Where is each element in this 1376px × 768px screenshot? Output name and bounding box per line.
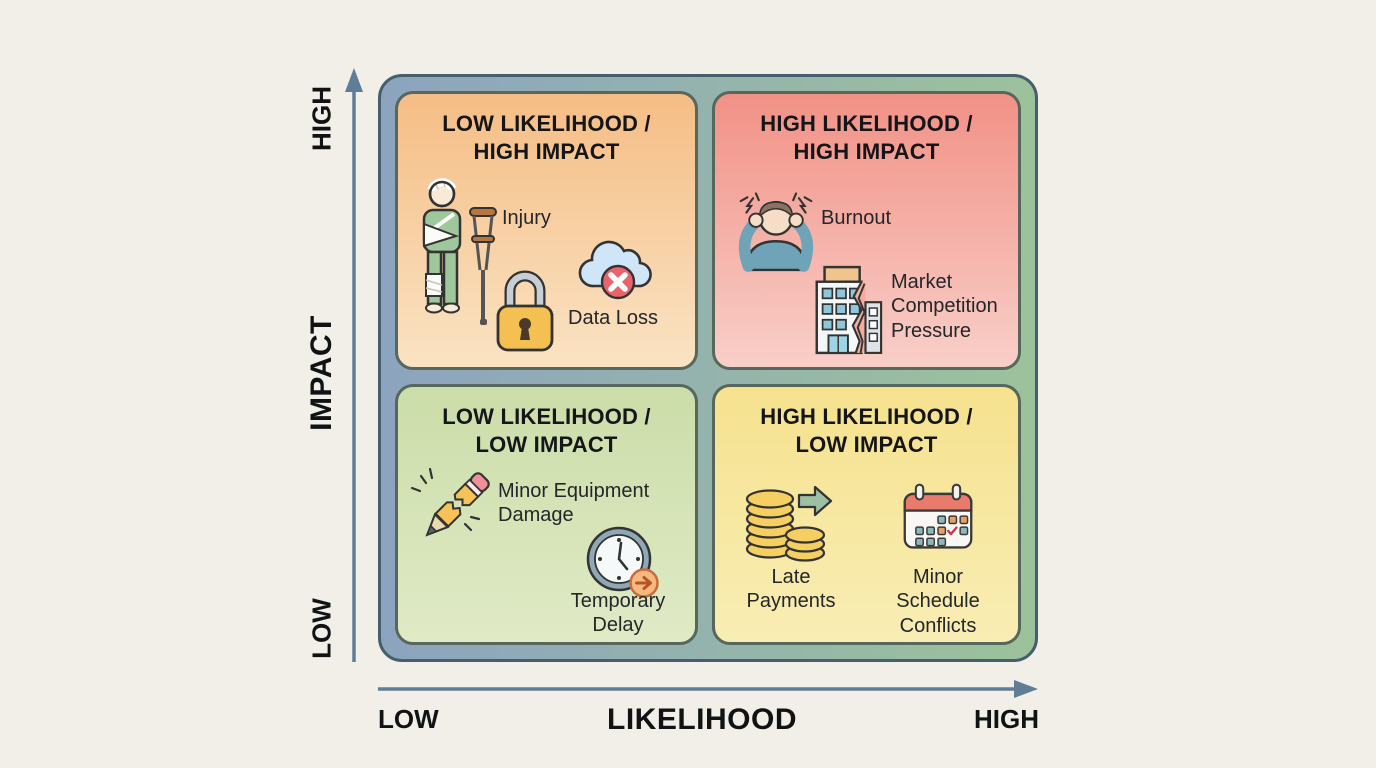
risk-item-label: Burnout <box>821 207 892 229</box>
impact-axis-title: IMPACT <box>305 315 338 431</box>
quadrant-title: HIGH LIKELIHOOD / LOW IMPACT <box>760 404 973 458</box>
cloud-error-icon <box>578 240 652 300</box>
risk-item-label: Minor Schedule Conflicts <box>896 566 980 637</box>
quadrant-title: HIGH LIKELIHOOD / HIGH IMPACT <box>760 111 973 165</box>
cracked-building-icon <box>815 265 883 355</box>
risk-item-label: Market Competition Pressure <box>891 271 998 342</box>
risk-item-label: Data Loss <box>568 307 659 329</box>
injured-person-icon <box>422 178 497 325</box>
risk-item-label: Late Payments <box>746 566 836 613</box>
likelihood-axis-title: LIKELIHOOD <box>607 703 797 736</box>
quadrant-high-likelihood-high-impact: HIGH LIKELIHOOD / HIGH IMPACT Burnout <box>712 91 1021 370</box>
risk-item-label: Temporary Delay <box>570 590 666 637</box>
quadrant-low-likelihood-low-impact: LOW LIKELIHOOD / LOW IMPACT Minor Equipm… <box>395 384 698 645</box>
calendar-icon <box>903 483 973 549</box>
impact-axis-high-label: HIGH <box>306 86 337 151</box>
quadrant-low-likelihood-high-impact: LOW LIKELIHOOD / HIGH IMPACT <box>395 91 698 370</box>
impact-axis-arrow <box>345 68 363 662</box>
delayed-clock-icon <box>586 526 659 598</box>
burnout-person-icon <box>738 192 814 272</box>
quadrant-title: LOW LIKELIHOOD / HIGH IMPACT <box>442 111 651 165</box>
likelihood-axis-high-label: HIGH <box>974 704 1039 734</box>
padlock-icon <box>496 270 554 352</box>
likelihood-axis-arrow <box>378 680 1038 698</box>
likelihood-axis-low-label: LOW <box>378 704 439 734</box>
broken-pencil-icon <box>410 467 490 537</box>
coin-stack-arrow-icon <box>745 485 833 562</box>
risk-item-label: Minor Equipment Damage <box>498 480 650 527</box>
quadrant-high-likelihood-low-impact: HIGH LIKELIHOOD / LOW IMPACT Late P <box>712 384 1021 645</box>
risk-matrix-frame: LOW LIKELIHOOD / HIGH IMPACT <box>378 74 1038 662</box>
quadrant-title: LOW LIKELIHOOD / LOW IMPACT <box>442 404 651 458</box>
impact-axis-low-label: LOW <box>306 598 337 659</box>
risk-item-label: Injury <box>502 207 551 229</box>
